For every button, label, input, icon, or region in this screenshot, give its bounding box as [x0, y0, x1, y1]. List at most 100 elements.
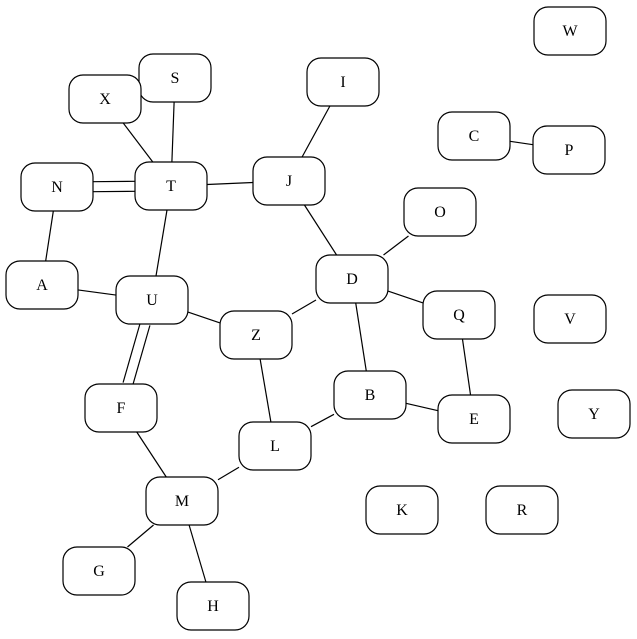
node-label: V	[564, 311, 576, 328]
edge-t-u	[155, 209, 168, 277]
edge-o-d	[383, 235, 409, 256]
node-d: D	[315, 254, 389, 304]
node-label: I	[340, 74, 345, 91]
edge-b-e	[405, 402, 439, 412]
node-box	[532, 125, 606, 175]
edge-d-q	[387, 290, 424, 304]
node-label: L	[270, 438, 280, 455]
node-box	[238, 421, 312, 471]
node-label: E	[469, 411, 479, 428]
node-k: K	[365, 485, 439, 535]
node-c: C	[437, 111, 511, 161]
node-label: D	[346, 271, 358, 288]
node-label: M	[175, 493, 189, 510]
node-m: M	[145, 476, 219, 526]
node-box	[5, 260, 79, 310]
edge-l-m	[217, 466, 240, 481]
node-label: A	[36, 277, 48, 294]
graph-edges	[45, 101, 534, 583]
node-label: T	[166, 178, 176, 195]
node-label: N	[51, 179, 63, 196]
edge-j-d	[303, 204, 338, 256]
node-label: J	[286, 173, 292, 190]
node-label: C	[469, 128, 480, 145]
node-box	[422, 290, 496, 340]
node-box	[84, 383, 158, 433]
node-box	[176, 581, 250, 631]
node-f: F	[84, 383, 158, 433]
node-label: Y	[588, 406, 600, 423]
node-box	[252, 156, 326, 206]
edge-x-t	[122, 122, 154, 163]
edge-n-a	[45, 210, 54, 262]
node-q: Q	[422, 290, 496, 340]
node-n: N	[20, 162, 94, 212]
node-label: Z	[251, 327, 261, 344]
node-box	[365, 485, 439, 535]
node-b: B	[333, 370, 407, 420]
node-label: P	[565, 142, 574, 159]
node-box	[315, 254, 389, 304]
node-box	[437, 111, 511, 161]
node-label: H	[207, 598, 219, 615]
node-label: F	[117, 400, 126, 417]
node-box	[533, 6, 607, 56]
edge-c-p	[509, 140, 534, 146]
node-box	[62, 546, 136, 596]
node-box	[306, 57, 380, 107]
edge-s-t	[171, 101, 175, 163]
edge-t-j	[206, 181, 254, 186]
node-box	[68, 74, 142, 124]
node-i: I	[306, 57, 380, 107]
node-box	[533, 294, 607, 344]
edge-z-l	[259, 358, 272, 423]
node-box	[333, 370, 407, 420]
node-label: K	[396, 502, 408, 519]
node-label: S	[171, 70, 180, 87]
node-label: X	[99, 91, 111, 108]
node-h: H	[176, 581, 250, 631]
node-g: G	[62, 546, 136, 596]
node-label: G	[93, 563, 105, 580]
node-e: E	[437, 394, 511, 444]
node-label: R	[517, 502, 528, 519]
edge-m-g	[127, 524, 154, 548]
node-label: U	[146, 292, 158, 309]
node-box	[403, 187, 477, 237]
node-l: L	[238, 421, 312, 471]
node-j: J	[252, 156, 326, 206]
node-x: X	[68, 74, 142, 124]
edge-q-e	[461, 338, 472, 396]
edge-a-u	[77, 289, 117, 296]
node-label: W	[562, 23, 578, 40]
edge-i-j	[301, 105, 331, 158]
node-box	[145, 476, 219, 526]
edge-d-z	[291, 299, 317, 315]
edge-f-m	[136, 431, 167, 478]
edge-u-f	[122, 322, 141, 383]
node-z: Z	[219, 310, 293, 360]
node-o: O	[403, 187, 477, 237]
node-u: U	[115, 275, 189, 325]
node-label: B	[365, 387, 376, 404]
edge-u-f	[132, 325, 151, 386]
node-r: R	[485, 485, 559, 535]
node-label: O	[434, 204, 446, 221]
node-s: S	[138, 53, 212, 103]
node-box	[20, 162, 94, 212]
node-label: Q	[453, 307, 465, 324]
node-w: W	[533, 6, 607, 56]
graph-nodes: W S I X C P N T J O A D U Q V Z B F Y E L M K R G H	[5, 6, 631, 631]
edge-m-h	[188, 524, 207, 583]
node-a: A	[5, 260, 79, 310]
node-box	[138, 53, 212, 103]
edge-b-l	[310, 413, 335, 428]
node-v: V	[533, 294, 607, 344]
node-box	[557, 389, 631, 439]
node-box	[485, 485, 559, 535]
node-box	[134, 161, 208, 211]
edge-u-z	[187, 311, 221, 324]
node-box	[437, 394, 511, 444]
node-box	[115, 275, 189, 325]
